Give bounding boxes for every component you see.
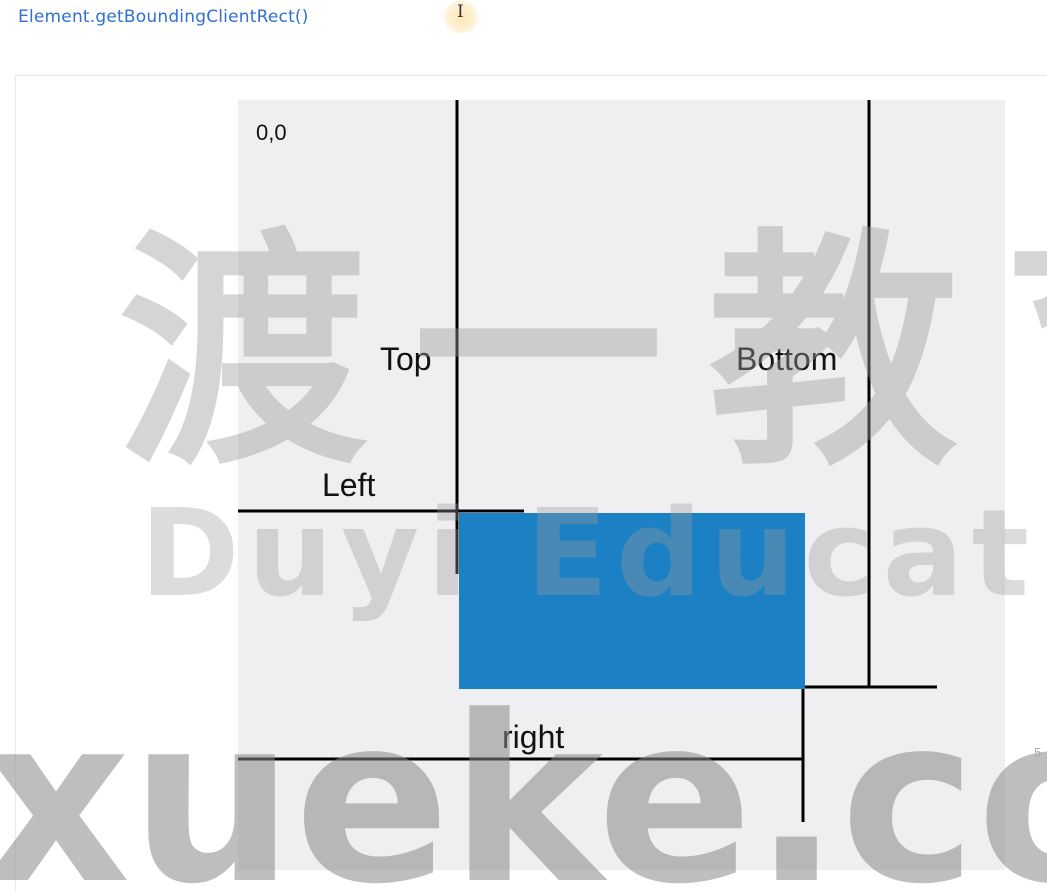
viewport-canvas <box>238 100 1005 870</box>
element-rectangle <box>459 513 805 689</box>
origin-label: 0,0 <box>256 120 287 145</box>
right-label: right <box>502 719 564 755</box>
page-number: 5 <box>1034 745 1042 760</box>
top-label: Top <box>380 341 432 377</box>
text-cursor-icon: I <box>457 2 464 22</box>
api-method-link[interactable]: Element.getBoundingClientRect() <box>18 7 309 27</box>
bottom-label: Bottom <box>736 341 837 377</box>
left-label: Left <box>322 467 375 503</box>
cursor-highlight <box>442 0 480 34</box>
